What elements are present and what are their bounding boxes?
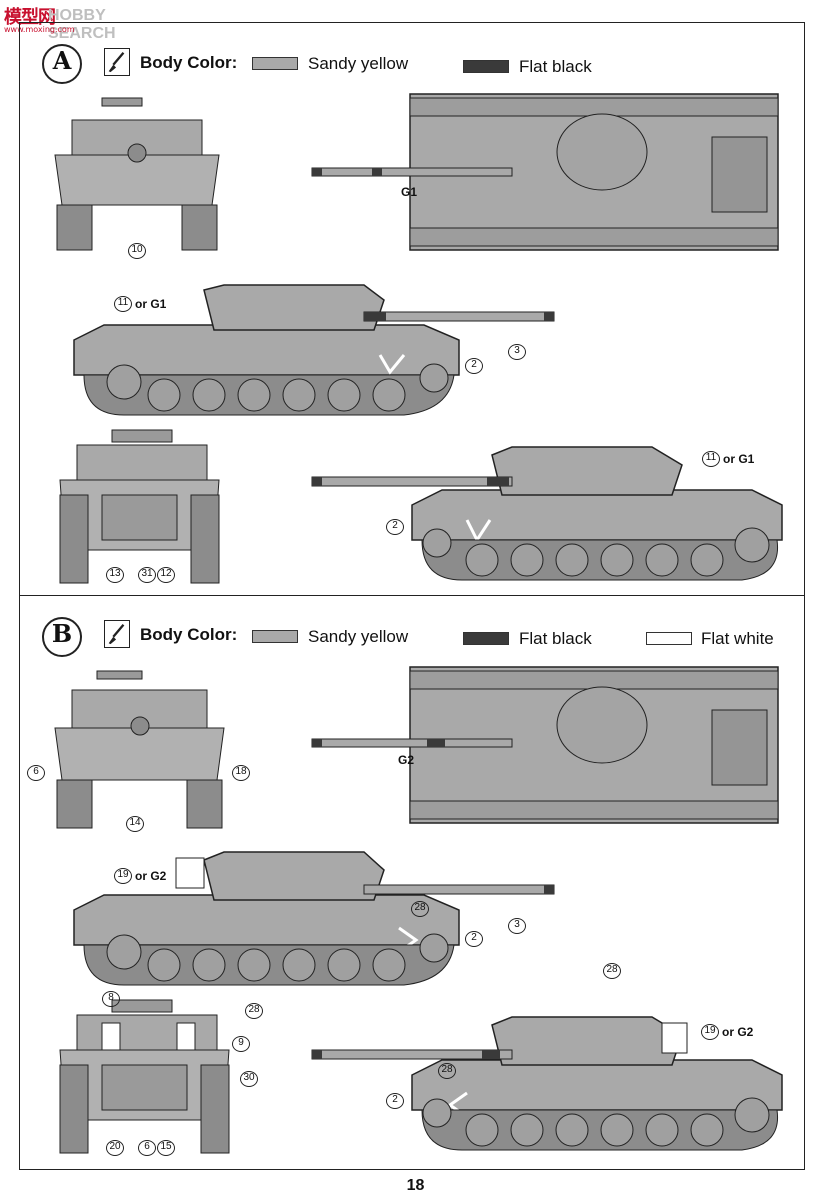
swatch-label-sandy-yellow: Sandy yellow [308,54,409,73]
callout-left-28-lower: 28 [245,1003,263,1019]
callout-front-10: 10 [128,243,146,259]
body-color-label: Body Color: [140,53,238,72]
callout-front-14: 14 [126,816,144,832]
callout-right-2: 2 [386,519,404,535]
swatch-flat-white [646,632,692,645]
swatch-label-flat-black: Flat black [519,57,592,76]
callout-rear-15: 15 [157,1140,175,1156]
callout-left-3: 3 [508,918,526,934]
page-number: 18 [406,1177,425,1194]
callout-rear-6: 6 [138,1140,156,1156]
watermark: 模型网 HOBBY SEARCH www.moxing.com [4,3,174,42]
callout-left-3: 3 [508,344,526,360]
callout-rear-31: 31 [138,567,156,583]
swatch-label-flat-white: Flat white [701,629,774,648]
callout-rear-13: 13 [106,567,124,583]
page-frame [19,22,805,1170]
tank-right-side-view [311,425,792,585]
watermark-brand: HOBBY SEARCH [48,7,116,42]
swatch-flat-black [463,60,509,73]
swatch-sandy-yellow [252,630,298,643]
tank-front-view [52,95,222,255]
tank-top-view [311,665,782,825]
tank-top-view [311,92,782,252]
tank-left-side-view [64,830,559,990]
callout-left-2: 2 [465,931,483,947]
callout-rear-20: 20 [106,1140,124,1156]
paint-brush-icon [104,620,130,648]
section-divider [19,595,805,596]
scheme-b-badge: B [42,617,82,657]
swatch-flat-black [463,632,509,645]
body-color-label: Body Color: [140,625,238,644]
callout-left-28-upper: 28 [411,901,429,917]
callout-top-g1: G1 [401,184,418,199]
watermark-url: www.moxing.com [4,25,75,34]
callout-rear-9: 9 [232,1036,250,1052]
callout-rear-12: 12 [157,567,175,583]
callout-left-2: 2 [465,358,483,374]
callout-front-18: 18 [232,765,250,781]
callout-right-2: 2 [386,1093,404,1109]
scheme-a-badge: A [42,44,82,84]
tank-right-side-view [311,995,792,1155]
callout-top-g2: G2 [398,752,415,767]
swatch-label-sandy-yellow: Sandy yellow [308,627,409,646]
callout-right-28-lower: 28 [438,1063,456,1079]
swatch-sandy-yellow [252,57,298,70]
tank-left-side-view [64,260,559,420]
tank-rear-view [52,425,227,585]
callout-rear-30: 30 [240,1071,258,1087]
tank-rear-view [52,995,237,1158]
swatch-label-flat-black: Flat black [519,629,592,648]
callout-rear-8: 8 [102,991,120,1007]
paint-brush-icon [104,48,130,76]
callout-front-6: 6 [27,765,45,781]
tank-front-view [52,668,227,833]
callout-right-28-upper: 28 [603,963,621,979]
